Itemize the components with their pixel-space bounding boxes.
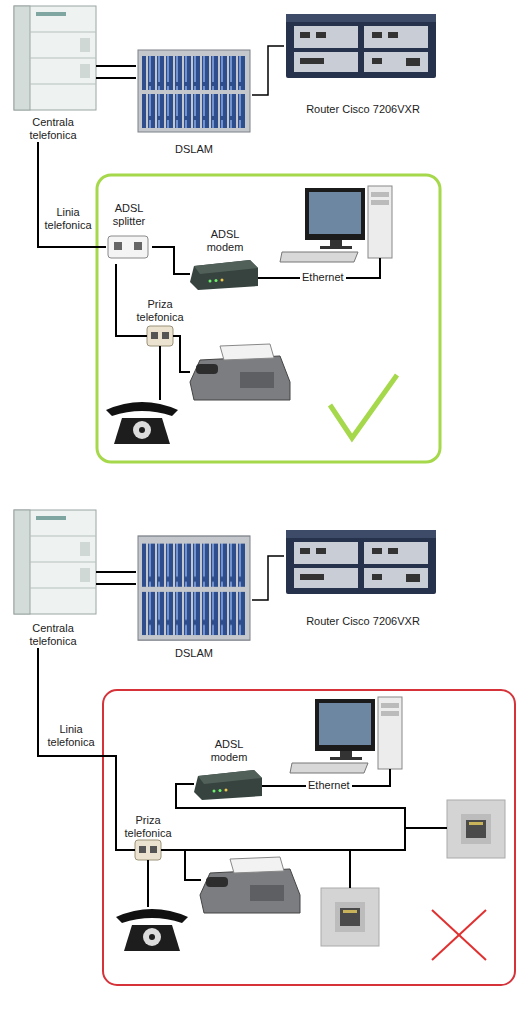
dslam-rack	[138, 536, 250, 640]
wrong-setup-frame	[103, 690, 515, 985]
fax-machine	[190, 344, 290, 400]
router-chassis	[286, 530, 436, 594]
fax-machine	[200, 857, 300, 913]
device-label: ADSL splitter	[106, 202, 152, 228]
cable-label: Ethernet	[306, 779, 352, 792]
device-label: Router Cisco 7206VXR	[306, 103, 420, 116]
cable-connector	[116, 264, 134, 336]
wall-jack	[147, 326, 173, 346]
cable-connector	[38, 648, 122, 850]
exchange-cabinet	[14, 510, 96, 614]
cable-connector	[174, 784, 405, 850]
computer	[280, 186, 392, 262]
rotary-phone	[116, 909, 188, 951]
device-label: ADSL modem	[195, 228, 255, 254]
device-node: ADSL splitter	[106, 202, 152, 264]
rj-socket	[447, 800, 505, 858]
device-node: ADSL modem	[190, 228, 260, 292]
device-node: ADSL modem	[194, 738, 264, 802]
device-label: Router Cisco 7206VXR	[306, 615, 420, 628]
device-label: Priza telefonica	[134, 298, 186, 324]
device-node: Centrala telefonica	[10, 4, 96, 142]
wall-jack	[135, 840, 161, 860]
device-node: DSLAM	[136, 48, 252, 156]
cable-connector	[252, 46, 284, 95]
cable-connector	[96, 66, 136, 78]
device-node: Router Cisco 7206VXR	[284, 12, 442, 116]
correct-setup-frame	[97, 175, 440, 462]
device-label: DSLAM	[175, 143, 213, 156]
device-label: Priza telefonica	[122, 814, 174, 840]
modem-box	[190, 260, 258, 290]
device-node: Router Cisco 7206VXR	[284, 528, 442, 628]
cable-label: Ethernet	[300, 271, 346, 284]
device-label: ADSL modem	[199, 738, 259, 764]
dslam-rack	[138, 50, 250, 132]
device-node: Priza telefonica	[122, 814, 174, 860]
exchange-cabinet	[14, 6, 96, 110]
device-node: Centrala telefonica	[10, 508, 96, 648]
router-chassis	[286, 14, 436, 78]
splitter-box	[108, 236, 148, 258]
rotary-phone	[106, 402, 178, 444]
wires	[122, 258, 447, 907]
line-label: Linia telefonica	[41, 206, 95, 232]
line-label: Linia telefonica	[44, 723, 98, 749]
cable-connector	[38, 142, 106, 247]
cable-connector	[252, 556, 284, 600]
cable-connector	[152, 247, 190, 274]
modem-box	[194, 770, 262, 800]
device-label: DSLAM	[175, 647, 213, 660]
device-label: Centrala telefonica	[18, 116, 88, 142]
device-node: DSLAM	[136, 534, 252, 660]
rj-socket	[321, 888, 379, 946]
computer	[290, 697, 402, 773]
check-mark	[330, 375, 397, 438]
cross-mark	[432, 910, 486, 960]
device-label: Centrala telefonica	[18, 622, 88, 648]
device-node: Priza telefonica	[134, 298, 186, 350]
cable-connector	[96, 572, 136, 584]
